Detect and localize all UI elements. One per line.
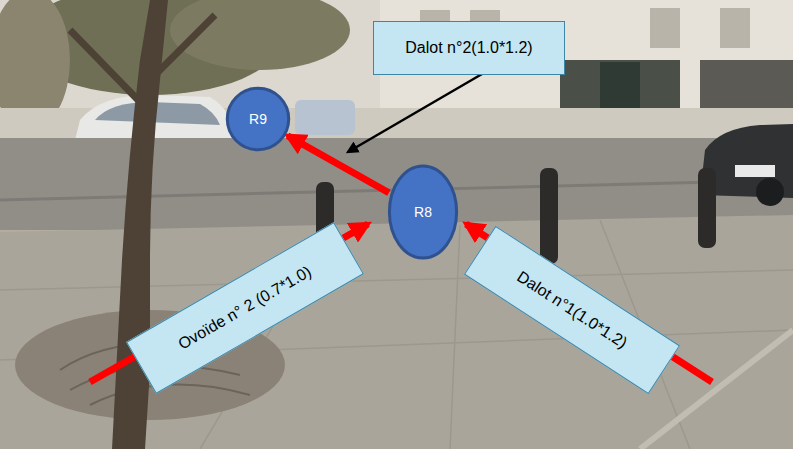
tree-branches <box>70 15 215 100</box>
manhole-label: R9 <box>249 111 267 127</box>
parked-car <box>295 100 355 135</box>
shop-front <box>700 60 793 110</box>
window <box>650 8 680 48</box>
bollard <box>698 168 716 248</box>
window <box>720 8 750 48</box>
callout-box: Dalot n°2(1.0*1.2) <box>373 21 565 75</box>
manhole-circle: R9 <box>226 87 290 151</box>
shop-front <box>560 60 680 110</box>
car-wheel <box>756 178 784 206</box>
leader-arrow <box>348 74 482 152</box>
circle-shape <box>227 88 288 149</box>
bollard <box>540 168 558 264</box>
manhole-label: R8 <box>414 204 432 220</box>
car-window <box>95 102 220 125</box>
circle-shape <box>389 166 456 258</box>
callout-text: Dalot n°2(1.0*1.2) <box>405 39 532 57</box>
shop-door <box>600 62 640 110</box>
building-facade <box>380 0 793 110</box>
manhole-circle: R8 <box>388 164 458 260</box>
flow-arrow <box>288 136 389 193</box>
licence-plate <box>735 165 775 177</box>
